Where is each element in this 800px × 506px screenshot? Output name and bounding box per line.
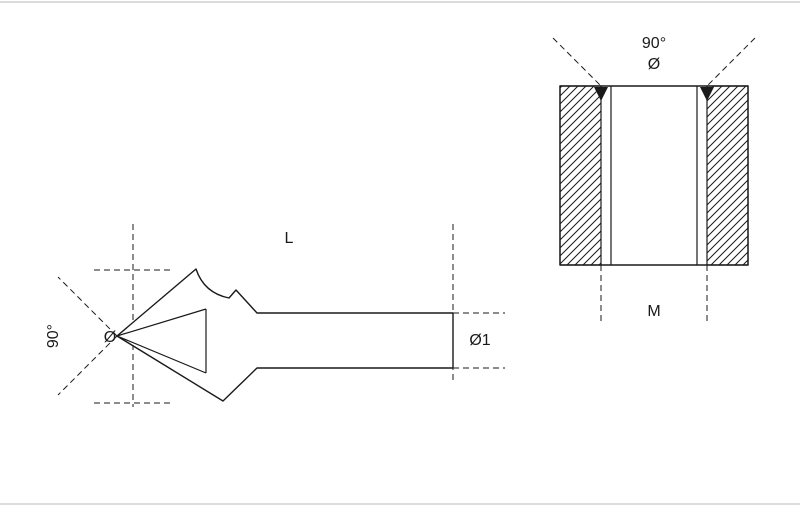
overall-length-label: L — [285, 230, 294, 247]
hatch-section-right — [706, 85, 749, 266]
countersink-side-view: 90° Ø L Ø1 — [45, 224, 505, 407]
hatch-section-left — [559, 85, 602, 266]
countersink-angle-label: 90° — [642, 35, 666, 52]
point-angle-dashed-lines — [57, 276, 118, 396]
head-diameter-label: Ø — [104, 329, 116, 346]
flute-edge-lines — [116, 308, 207, 374]
hole-section-view: 90° Ø M — [552, 35, 756, 322]
shank-diameter-extension-lines — [453, 312, 505, 369]
point-angle-label: 90° — [45, 324, 62, 348]
thread-size-label: M — [647, 303, 660, 320]
thread-bore-lines — [610, 86, 698, 265]
chamfer-triangle-right — [700, 87, 714, 101]
shank-diameter-label: Ø1 — [469, 332, 490, 349]
tool-outline — [116, 268, 454, 402]
chamfer-triangle-left — [594, 87, 608, 101]
countersink-diameter-label: Ø — [648, 56, 660, 73]
